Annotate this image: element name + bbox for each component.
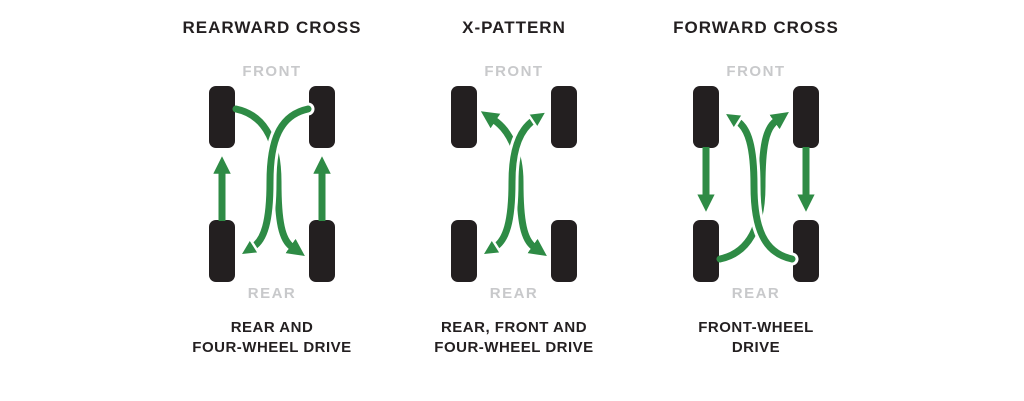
cross-arrow-frontright-to-rearleft-icon bbox=[238, 105, 312, 257]
pattern-title: FORWARD CROSS bbox=[673, 18, 839, 37]
pattern-caption: FRONT-WHEEL DRIVE bbox=[636, 318, 876, 358]
tire-front-left bbox=[451, 86, 477, 148]
tire-rear-left bbox=[209, 220, 235, 282]
pattern-column-forward-cross: FORWARD CROSS FRONT REAR FRONT-WHEEL DRI… bbox=[636, 18, 876, 358]
cross-arrow-frontright-rearleft-bidirectional-icon bbox=[480, 110, 549, 257]
tire-rear-left bbox=[693, 220, 719, 282]
tire-rear-right bbox=[551, 220, 577, 282]
rear-axle-label: REAR bbox=[247, 285, 297, 302]
pattern-column-x-pattern: X-PATTERN FRONT REAR REAR, FRONT AND FOU… bbox=[394, 18, 634, 358]
rear-axle-label: REAR bbox=[731, 285, 781, 302]
tire-rear-right bbox=[309, 220, 335, 282]
pattern-caption: REAR AND FOUR-WHEEL DRIVE bbox=[152, 318, 392, 358]
caption-line2: FOUR-WHEEL DRIVE bbox=[192, 339, 352, 356]
rearward-cross-diagram bbox=[209, 86, 335, 282]
pattern-title: REARWARD CROSS bbox=[182, 18, 362, 37]
tire-rear-right bbox=[793, 220, 819, 282]
pattern-column-rearward-cross: REARWARD CROSS FRONT REAR REAR AND FOUR-… bbox=[152, 18, 392, 358]
forward-cross-diagram bbox=[693, 86, 819, 282]
caption-line1: REAR, FRONT AND bbox=[440, 319, 588, 336]
tire-front-right bbox=[793, 86, 819, 148]
front-axle-label: FRONT bbox=[242, 63, 302, 80]
rear-axle-label: REAR bbox=[489, 285, 539, 302]
tire-front-left bbox=[209, 86, 235, 148]
caption-line1: REAR AND bbox=[230, 319, 314, 336]
pattern-caption: REAR, FRONT AND FOUR-WHEEL DRIVE bbox=[394, 318, 634, 358]
front-axle-label: FRONT bbox=[484, 63, 544, 80]
tire-front-left bbox=[693, 86, 719, 148]
cross-arrow-rearright-to-frontleft-icon bbox=[722, 111, 796, 263]
caption-line2: DRIVE bbox=[731, 339, 781, 356]
front-axle-label: FRONT bbox=[726, 63, 786, 80]
tire-front-right bbox=[551, 86, 577, 148]
tire-front-right bbox=[309, 86, 335, 148]
caption-line1: FRONT-WHEEL bbox=[698, 319, 814, 336]
cross-arrow-rearleft-to-frontright-icon bbox=[716, 111, 789, 263]
cross-arrow-frontleft-to-rearright-icon bbox=[232, 105, 305, 257]
caption-line2: FOUR-WHEEL DRIVE bbox=[434, 339, 594, 356]
pattern-title: X-PATTERN bbox=[462, 18, 566, 37]
x-pattern-diagram bbox=[451, 86, 577, 282]
tire-rear-left bbox=[451, 220, 477, 282]
